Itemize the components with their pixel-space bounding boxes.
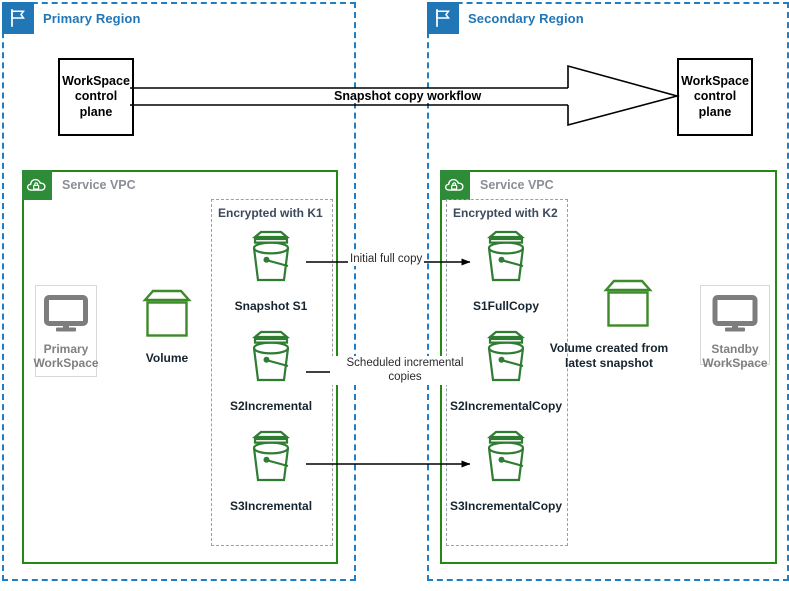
secondary-volume: Volume created from latest snapshot xyxy=(550,278,668,370)
snapshot-icon xyxy=(476,428,536,493)
primary-volume: Volume xyxy=(135,288,199,366)
standby-workspace: Standby WorkSpace xyxy=(700,285,770,370)
region-secondary-header: Secondary Region xyxy=(427,2,584,34)
region-primary-title: Primary Region xyxy=(43,10,141,26)
scheduled-incremental-label: Scheduled incremental copies xyxy=(330,356,480,385)
region-flag-icon xyxy=(2,2,34,34)
snapshot-s3-label: S3Incremental xyxy=(229,499,313,513)
snapshot-s3-copy: S3IncrementalCopy xyxy=(450,428,562,514)
volume-icon xyxy=(139,288,195,345)
region-secondary-title: Secondary Region xyxy=(468,10,584,26)
secondary-volume-label: Volume created from latest snapshot xyxy=(549,341,669,370)
region-secondary xyxy=(427,2,789,581)
vpc-primary-header: Service VPC xyxy=(22,170,136,200)
secondary-control-plane: WorkSpace control plane xyxy=(677,58,753,136)
primary-control-plane-label: WorkSpace control plane xyxy=(62,74,130,119)
vpc-primary-title: Service VPC xyxy=(62,178,136,192)
snapshot-icon xyxy=(476,328,536,393)
encrypted-group-k1-label: Encrypted with K1 xyxy=(218,206,323,220)
secondary-control-plane-label: WorkSpace control plane xyxy=(681,74,749,119)
volume-icon xyxy=(600,278,656,335)
primary-control-plane: WorkSpace control plane xyxy=(58,58,134,136)
snapshot-s2: S2Incremental xyxy=(230,328,312,414)
vpc-secondary-header: Service VPC xyxy=(440,170,554,200)
monitor-icon xyxy=(712,295,758,338)
primary-volume-label: Volume xyxy=(145,351,189,365)
vpc-secondary-title: Service VPC xyxy=(480,178,554,192)
snapshot-icon xyxy=(241,228,301,293)
snapshot-icon xyxy=(241,428,301,493)
initial-full-copy-label: Initial full copy xyxy=(348,252,425,267)
encrypted-group-k2-label: Encrypted with K2 xyxy=(453,206,558,220)
region-primary-header: Primary Region xyxy=(2,2,140,34)
snapshot-s2-label: S2Incremental xyxy=(229,399,313,413)
region-primary xyxy=(2,2,356,581)
snapshot-s2-copy-label: S2IncrementalCopy xyxy=(449,399,563,413)
vpc-cloud-lock-icon xyxy=(22,170,52,200)
primary-workspace-label: Primary WorkSpace xyxy=(33,342,99,371)
region-flag-icon xyxy=(427,2,459,34)
snapshot-icon xyxy=(476,228,536,293)
monitor-icon xyxy=(44,295,88,338)
snapshot-s1-copy: S1FullCopy xyxy=(472,228,540,314)
snapshot-s2-copy: S2IncrementalCopy xyxy=(450,328,562,414)
snapshot-s3: S3Incremental xyxy=(230,428,312,514)
snapshot-s1-label: Snapshot S1 xyxy=(234,299,308,313)
standby-workspace-label: Standby WorkSpace xyxy=(702,342,768,371)
vpc-cloud-lock-icon xyxy=(440,170,470,200)
primary-workspace: Primary WorkSpace xyxy=(33,285,99,377)
snapshot-icon xyxy=(241,328,301,393)
snapshot-s1-copy-label: S1FullCopy xyxy=(472,299,539,313)
snapshot-s3-copy-label: S3IncrementalCopy xyxy=(449,499,563,513)
snapshot-s1: Snapshot S1 xyxy=(234,228,308,314)
snapshot-copy-workflow-label: Snapshot copy workflow xyxy=(330,89,486,103)
